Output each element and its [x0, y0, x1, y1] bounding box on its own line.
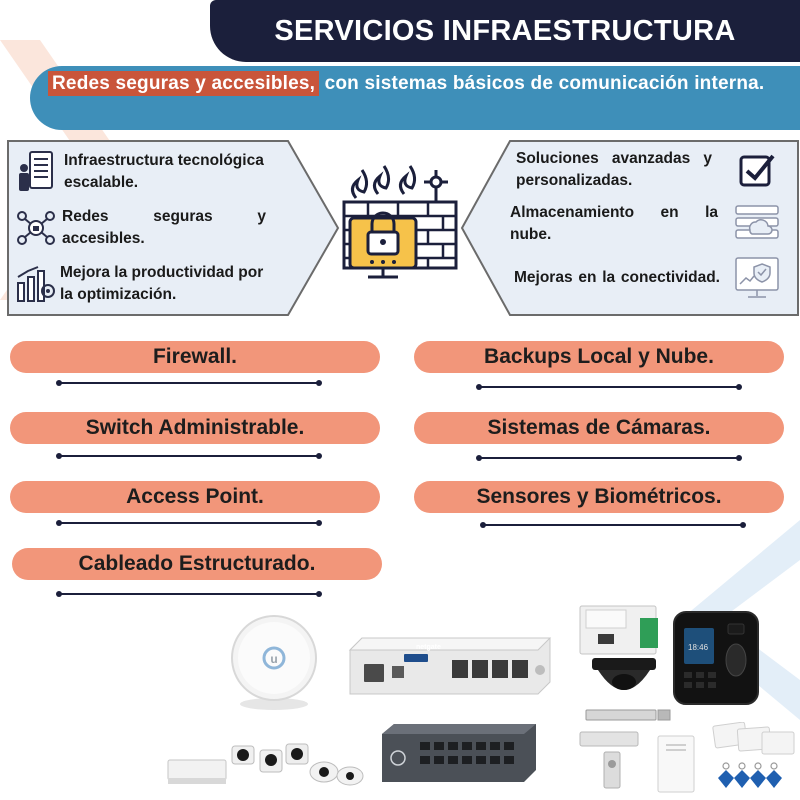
- left-item-1-text: Infraestructura tecnológica escalable.: [64, 152, 264, 191]
- service-underline: [56, 453, 322, 459]
- service-underline: [56, 591, 322, 597]
- service-pill-sensors: Sensores y Biométricos.: [414, 481, 784, 513]
- right-item-3: Mejoras en la conectividad.: [514, 256, 792, 300]
- service-label: Sensores y Biométricos.: [476, 485, 722, 508]
- server-user-icon: [19, 151, 53, 191]
- service-label: Switch Administrable.: [85, 416, 305, 439]
- service-pill-backups: Backups Local y Nube.: [414, 341, 784, 373]
- biometric-time-label: 18:46: [688, 643, 709, 652]
- connectivity-monitor-icon: [735, 257, 779, 298]
- left-item-3: Mejora la productividad por la optimizac…: [14, 262, 274, 306]
- netgate-brand-label: netgate: [416, 644, 441, 651]
- productivity-icon: [17, 266, 55, 302]
- header-bar: SERVICIOS INFRAESTRUCTURA: [210, 0, 800, 62]
- left-item-1: Infraestructura tecnológica escalable.: [16, 150, 276, 194]
- service-label: Firewall.: [152, 345, 238, 368]
- service-label: Access Point.: [126, 485, 264, 508]
- left-item-3-text: Mejora la productividad por la optimizac…: [60, 264, 264, 303]
- subtitle-highlight: Redes seguras y accesibles,: [48, 71, 320, 96]
- network-lock-icon: [17, 211, 55, 245]
- left-item-2: Redes seguras y accesibles.: [16, 206, 266, 250]
- subtitle-text: Redes seguras y accesibles, con sistemas…: [48, 70, 792, 97]
- service-pill-cameras: Sistemas de Cámaras.: [414, 412, 784, 444]
- firewall-lock-icon: [342, 165, 458, 279]
- access-point-image: u: [231, 615, 317, 710]
- service-underline: [480, 522, 746, 528]
- network-switch-image: [382, 724, 536, 782]
- service-pill-cabling: Cableado Estructurado.: [12, 548, 382, 580]
- exit-button-image: [579, 731, 639, 789]
- service-underline: [476, 384, 742, 390]
- service-pill-firewall: Firewall.: [10, 341, 380, 373]
- service-label: Cableado Estructurado.: [78, 552, 316, 575]
- info-panels-background: [7, 140, 799, 316]
- magnetic-lock-image: [585, 709, 671, 721]
- right-item-3-text: Mejoras en la conectividad.: [514, 269, 720, 286]
- decorative-chevron-right: [680, 520, 800, 720]
- service-pill-access-point: Access Point.: [10, 481, 380, 513]
- service-label: Backups Local y Nube.: [484, 345, 714, 368]
- left-item-2-text: Redes seguras y accesibles.: [62, 208, 266, 247]
- access-control-board-image: [579, 605, 658, 655]
- service-underline: [56, 520, 322, 526]
- service-pill-switch: Switch Administrable.: [10, 412, 380, 444]
- right-item-2-text: Almacenamiento en la nube.: [510, 204, 718, 243]
- dome-sensor-image: [592, 658, 656, 690]
- checkbox-icon: [739, 154, 775, 187]
- service-underline: [56, 380, 322, 386]
- subtitle-rest: con sistemas básicos de comunicación int…: [319, 73, 765, 94]
- rfid-cards-image: [712, 722, 795, 788]
- right-item-2: Almacenamiento en la nube.: [510, 202, 792, 246]
- netgate-firewall-image: [348, 637, 552, 695]
- page-title: SERVICIOS INFRAESTRUCTURA: [274, 14, 736, 47]
- service-label: Sistemas de Cámaras.: [487, 416, 711, 439]
- door-chime-image: [657, 735, 695, 793]
- svg-text:u: u: [270, 652, 277, 666]
- right-item-1-text: Soluciones avanzadas y personalizadas.: [516, 150, 712, 189]
- biometric-reader-image: [673, 611, 759, 705]
- camera-kit-image: [167, 743, 364, 786]
- right-item-1: Soluciones avanzadas y personalizadas.: [516, 148, 786, 192]
- cloud-storage-icon: [735, 205, 779, 239]
- service-underline: [476, 455, 742, 461]
